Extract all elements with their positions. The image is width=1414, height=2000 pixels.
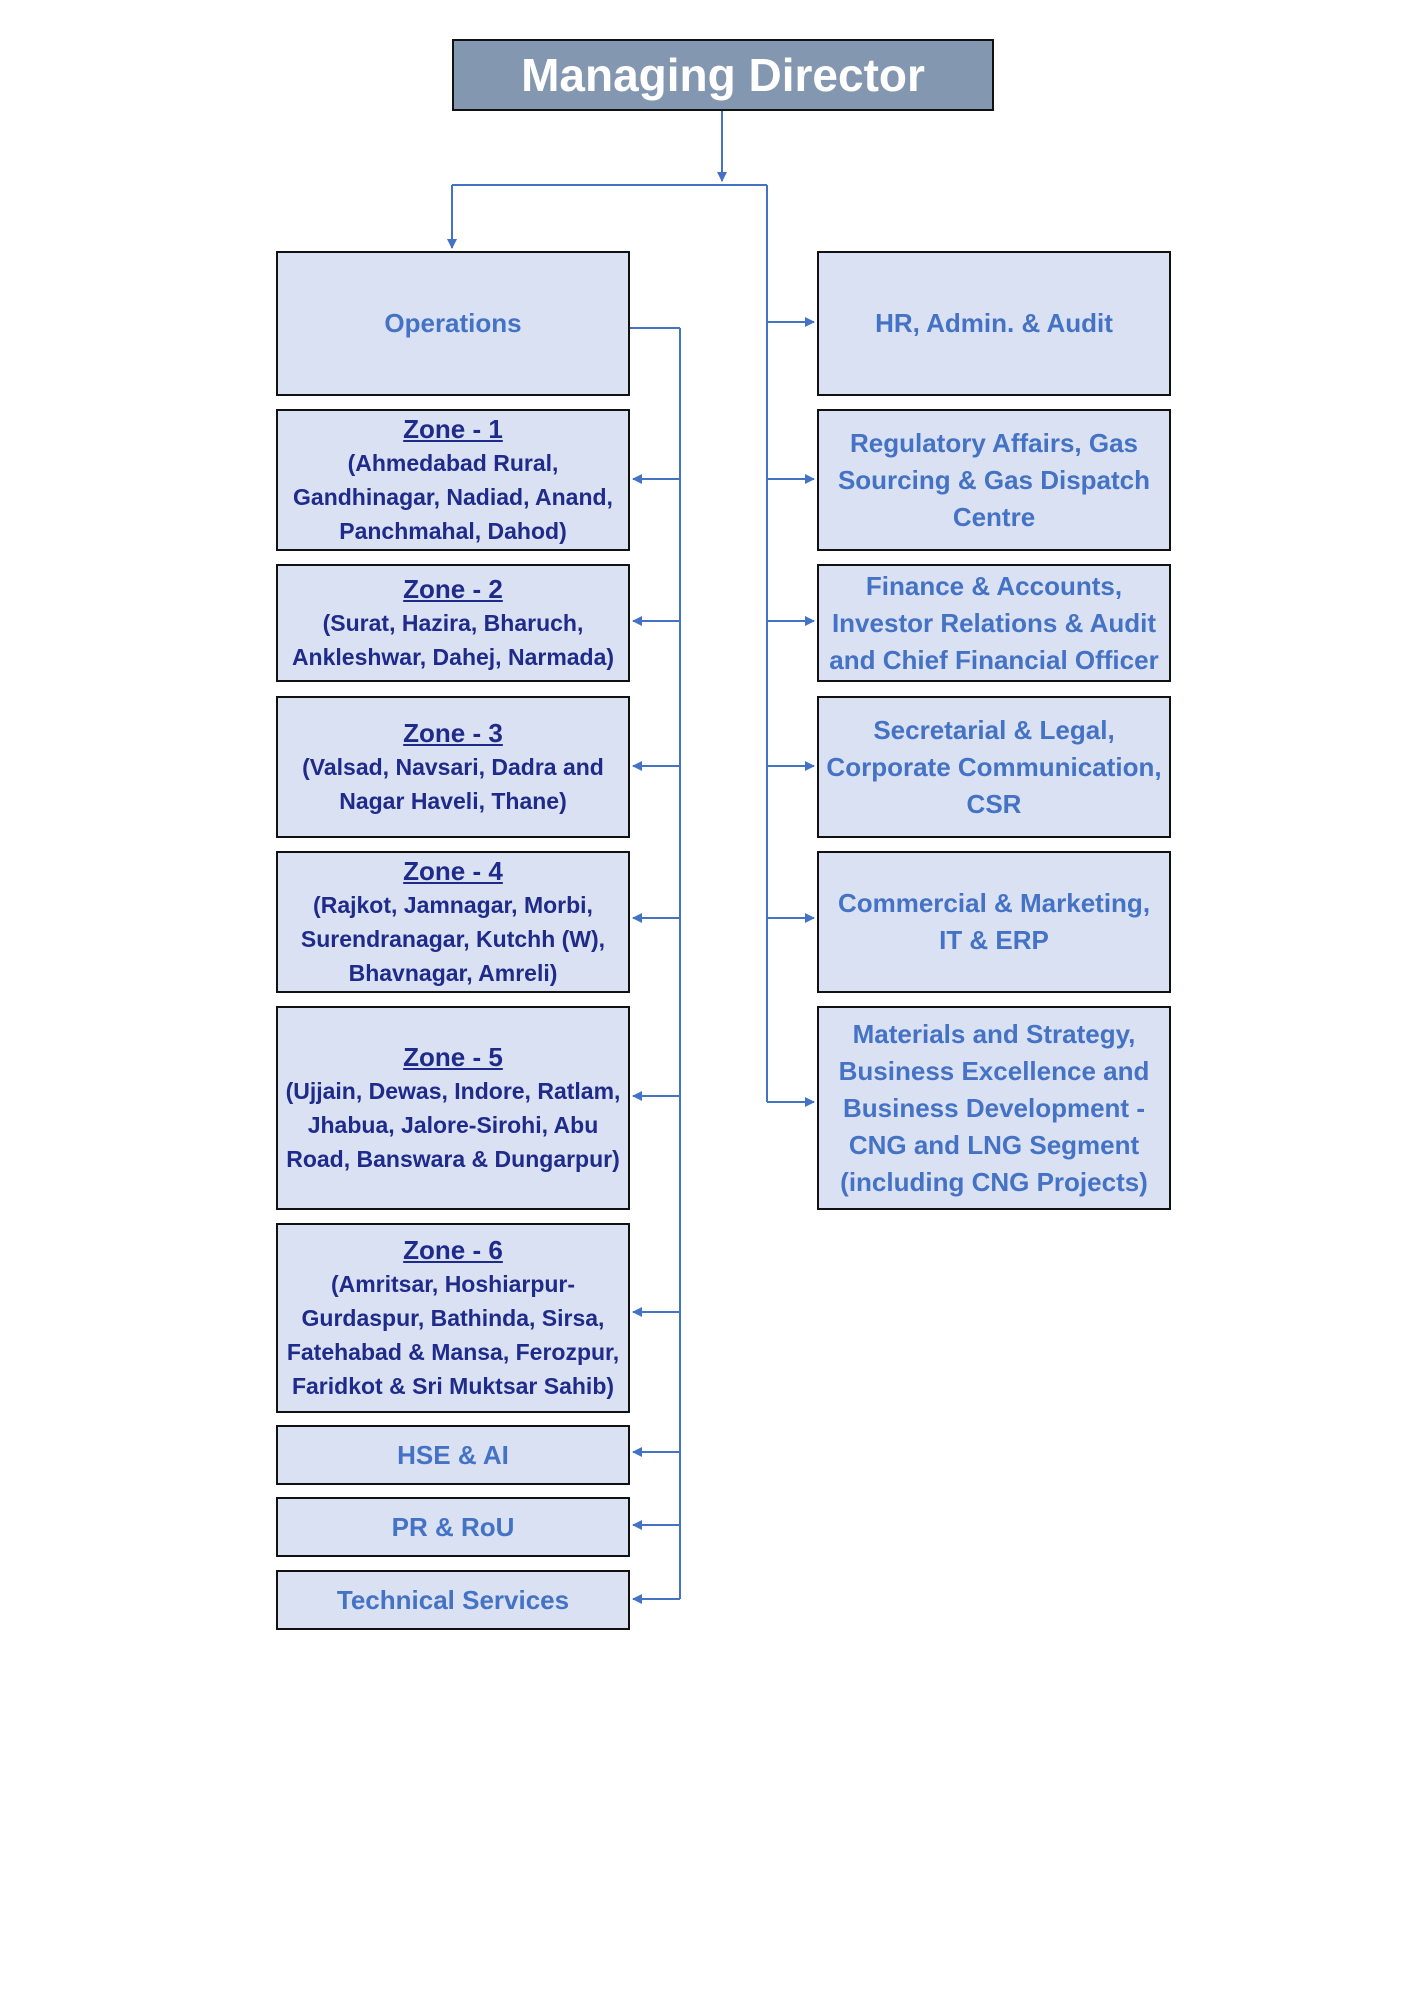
secretarial-legal-box: Secretarial & Legal, Corporate Communica… bbox=[817, 696, 1171, 838]
zone-2-areas: (Surat, Hazira, Bharuch, Ankleshwar, Dah… bbox=[291, 610, 615, 670]
zone-1-areas: (Ahmedabad Rural, Gandhinagar, Nadiad, A… bbox=[293, 450, 613, 544]
commercial-marketing-box: Commercial & Marketing, IT & ERP bbox=[817, 851, 1171, 993]
managing-director-title: Managing Director bbox=[521, 49, 925, 101]
hr-admin-audit-box: HR, Admin. & Audit bbox=[817, 251, 1171, 396]
zone-3-title: Zone - 3 bbox=[403, 718, 503, 748]
managing-director-box: Managing Director bbox=[452, 39, 994, 111]
technical-services-title: Technical Services bbox=[336, 1584, 570, 1615]
regulatory-affairs-title: Regulatory Affairs, Gas Sourcing & Gas D… bbox=[837, 427, 1151, 532]
hse-ai-title: HSE & AI bbox=[397, 1439, 509, 1470]
hr-admin-audit-title: HR, Admin. & Audit bbox=[875, 308, 1113, 338]
finance-accounts-box: Finance & Accounts, Investor Relations &… bbox=[817, 564, 1171, 682]
zone-4-areas: (Rajkot, Jamnagar, Morbi, Surendranagar,… bbox=[300, 892, 606, 986]
zone-3-box: Zone - 3 (Valsad, Navsari, Dadra and Nag… bbox=[276, 696, 630, 838]
zone-1-box: Zone - 1 (Ahmedabad Rural, Gandhinagar, … bbox=[276, 409, 630, 551]
finance-accounts-title: Finance & Accounts, Investor Relations &… bbox=[829, 570, 1159, 675]
zone-3-areas: (Valsad, Navsari, Dadra and Nagar Haveli… bbox=[302, 754, 604, 814]
zone-5-box: Zone - 5 (Ujjain, Dewas, Indore, Ratlam,… bbox=[276, 1006, 630, 1210]
technical-services-box: Technical Services bbox=[276, 1570, 630, 1630]
zone-5-areas: (Ujjain, Dewas, Indore, Ratlam, Jhabua, … bbox=[285, 1078, 621, 1172]
secretarial-legal-title: Secretarial & Legal, Corporate Communica… bbox=[826, 714, 1162, 819]
zone-2-box: Zone - 2 (Surat, Hazira, Bharuch, Ankles… bbox=[276, 564, 630, 682]
pr-rou-title: PR & RoU bbox=[391, 1511, 515, 1542]
operations-title: Operations bbox=[384, 308, 522, 338]
zone-4-box: Zone - 4 (Rajkot, Jamnagar, Morbi, Suren… bbox=[276, 851, 630, 993]
commercial-marketing-title: Commercial & Marketing, IT & ERP bbox=[837, 888, 1151, 955]
zone-6-areas: (Amritsar, Hoshiarpur-Gurdaspur, Bathind… bbox=[286, 1271, 620, 1399]
operations-box: Operations bbox=[276, 251, 630, 396]
materials-strategy-box: Materials and Strategy, Business Excelle… bbox=[817, 1006, 1171, 1210]
zone-6-title: Zone - 6 bbox=[403, 1235, 503, 1265]
zone-4-title: Zone - 4 bbox=[403, 856, 503, 886]
zone-2-title: Zone - 2 bbox=[403, 574, 503, 604]
pr-rou-box: PR & RoU bbox=[276, 1497, 630, 1557]
hse-ai-box: HSE & AI bbox=[276, 1425, 630, 1485]
zone-5-title: Zone - 5 bbox=[403, 1042, 503, 1072]
zone-1-title: Zone - 1 bbox=[403, 414, 503, 444]
regulatory-affairs-box: Regulatory Affairs, Gas Sourcing & Gas D… bbox=[817, 409, 1171, 551]
zone-6-box: Zone - 6 (Amritsar, Hoshiarpur-Gurdaspur… bbox=[276, 1223, 630, 1413]
materials-strategy-title: Materials and Strategy, Business Excelle… bbox=[838, 1018, 1150, 1197]
